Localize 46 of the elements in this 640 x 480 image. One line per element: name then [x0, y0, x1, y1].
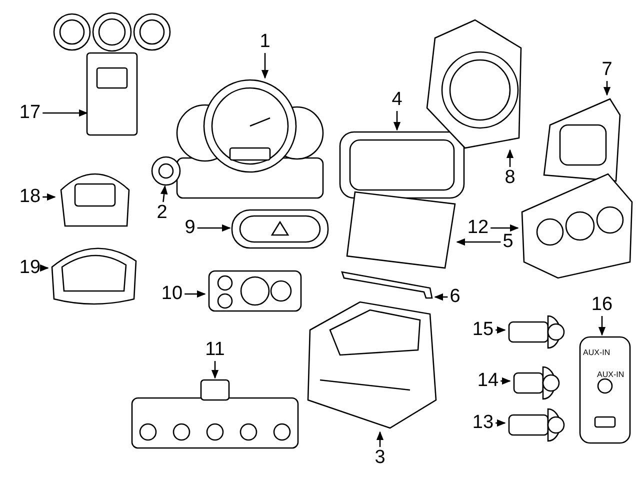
callout-number: 17 — [19, 103, 41, 123]
part-drawing — [175, 78, 325, 200]
callout-number: 19 — [19, 258, 41, 278]
leader-arrow — [261, 53, 269, 79]
part-drawing — [578, 335, 632, 445]
leader-arrow — [376, 431, 384, 447]
callout-number: 13 — [472, 413, 494, 433]
callout-number: 16 — [591, 295, 613, 315]
leader-arrow — [40, 264, 49, 272]
leader-arrow — [598, 316, 606, 336]
leader-arrow — [42, 109, 88, 117]
part-drawing — [338, 130, 466, 200]
callout-number: 4 — [392, 90, 402, 110]
leader-arrow — [211, 361, 219, 379]
part-drawing — [340, 268, 435, 300]
callout-number: 11 — [205, 340, 225, 360]
leader-arrow — [42, 193, 56, 201]
leader-arrow — [490, 224, 519, 232]
callout-number: 15 — [472, 320, 494, 340]
leader-arrow — [496, 419, 506, 427]
leader-arrow — [184, 290, 206, 298]
callout-number: 1 — [260, 32, 270, 52]
leader-arrow — [603, 81, 611, 96]
callout-number: 3 — [374, 448, 386, 468]
leader-arrow — [393, 111, 401, 131]
callout-number: 5 — [502, 232, 514, 252]
printed-marking: AUX-IN — [583, 348, 610, 357]
leader-arrow — [197, 224, 231, 232]
callout-number: 8 — [504, 168, 516, 188]
callout-number: 18 — [19, 187, 41, 207]
leader-arrow — [160, 185, 168, 202]
leader-arrow — [434, 293, 448, 301]
part-drawing — [150, 156, 182, 186]
callout-number: 6 — [450, 287, 460, 307]
callout-number: 9 — [184, 218, 196, 238]
callout-number: 14 — [477, 371, 499, 391]
leader-arrow — [496, 326, 506, 334]
callout-number: 12 — [467, 218, 489, 238]
leader-arrow — [506, 149, 514, 167]
printed-marking: AUX-IN — [597, 370, 624, 379]
part-drawing — [130, 378, 300, 450]
leader-arrow — [456, 238, 501, 246]
callout-number: 10 — [161, 284, 183, 304]
leader-arrow — [500, 377, 511, 385]
callout-number: 7 — [602, 60, 612, 80]
callout-number: 2 — [156, 203, 168, 223]
